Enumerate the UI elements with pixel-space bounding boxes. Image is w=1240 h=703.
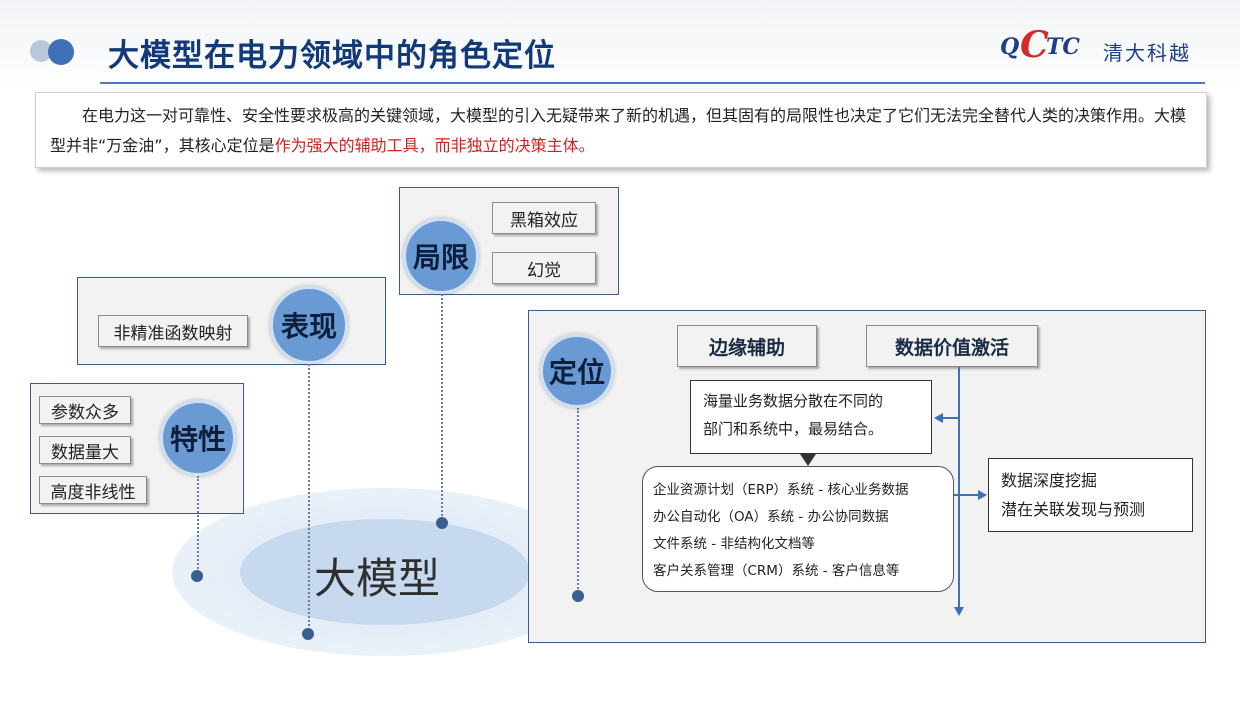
logo-company-name: 清大科越 [1103,41,1191,65]
limitations-connector [441,294,443,520]
title-bullet-light [30,40,52,62]
system-crm: 客户关系管理（CRM）系统 - 客户信息等 [653,563,900,579]
system-erp: 企业资源计划（ERP）系统 - 核心业务数据 [653,482,909,498]
logo-letter-q: Q [1000,34,1020,60]
features-circle: 特性 [160,400,236,476]
note-line-2: 部门和系统中，最易结合。 [703,420,884,438]
mining-line-1: 数据深度挖掘 [1001,471,1098,490]
mining-connector-arrow [978,490,987,500]
data-activation-tag: 数据价值激活 [866,325,1038,367]
limitation-tag-blackbox: 黑箱效应 [492,202,596,234]
big-model-label: 大模型 [314,554,441,603]
title-bullet-dark [48,39,74,65]
header-background [0,0,1240,90]
positioning-circle: 定位 [540,334,614,408]
features-endpoint [191,570,203,582]
intro-text: 在电力这一对可靠性、安全性要求极高的关键领域，大模型的引入无疑带来了新的机遇，但… [50,106,1187,155]
logo-letter-c: C [1020,24,1049,66]
data-scatter-note: 海量业务数据分散在不同的 部门和系统中，最易结合。 [690,380,932,454]
note-line-1: 海量业务数据分散在不同的 [703,392,884,410]
system-files: 文件系统 - 非结构化文档等 [653,536,815,552]
mining-line-2: 潜在关联发现与预测 [1001,500,1146,519]
performance-tag-mapping: 非精准函数映射 [98,315,248,347]
performance-circle: 表现 [270,286,348,364]
page-title: 大模型在电力领域中的角色定位 [108,38,556,74]
performance-connector [308,364,310,634]
feature-tag-data: 数据量大 [39,436,131,464]
edge-assist-tag: 边缘辅助 [677,325,817,367]
limitations-endpoint [436,517,448,529]
positioning-endpoint [572,590,584,602]
header-divider [100,82,1205,84]
features-connector [197,476,199,576]
limitations-circle: 局限 [403,218,479,294]
intro-paragraph: 在电力这一对可靠性、安全性要求极高的关键领域，大模型的引入无疑带来了新的机遇，但… [50,101,1198,161]
company-logo: Q C TC 清大科越 [1000,24,1210,70]
data-mining-box: 数据深度挖掘 潜在关联发现与预测 [988,458,1193,532]
intro-highlight: 作为强大的辅助工具，而非独立的决策主体。 [274,136,595,155]
activation-flow-arrow [954,607,964,616]
activation-flow-line [958,367,960,607]
note-connector-line [942,417,959,419]
note-connector-arrow [934,413,943,423]
positioning-connector [577,408,579,592]
feature-tag-nonlinear: 高度非线性 [39,476,147,504]
mining-connector-line [959,494,980,496]
intro-box: 在电力这一对可靠性、安全性要求极高的关键领域，大模型的引入无疑带来了新的机遇，但… [35,92,1207,168]
logo-letters-tc: TC [1046,34,1080,60]
limitation-tag-hallucination: 幻觉 [492,252,596,284]
systems-connector-line [953,494,959,496]
systems-box: 企业资源计划（ERP）系统 - 核心业务数据 办公自动化（OA）系统 - 办公协… [642,466,954,592]
system-oa: 办公自动化（OA）系统 - 办公协同数据 [653,509,889,525]
model-ellipse-inner [240,519,530,625]
note-pointer [800,454,816,466]
feature-tag-params: 参数众多 [39,396,131,424]
performance-endpoint [302,628,314,640]
